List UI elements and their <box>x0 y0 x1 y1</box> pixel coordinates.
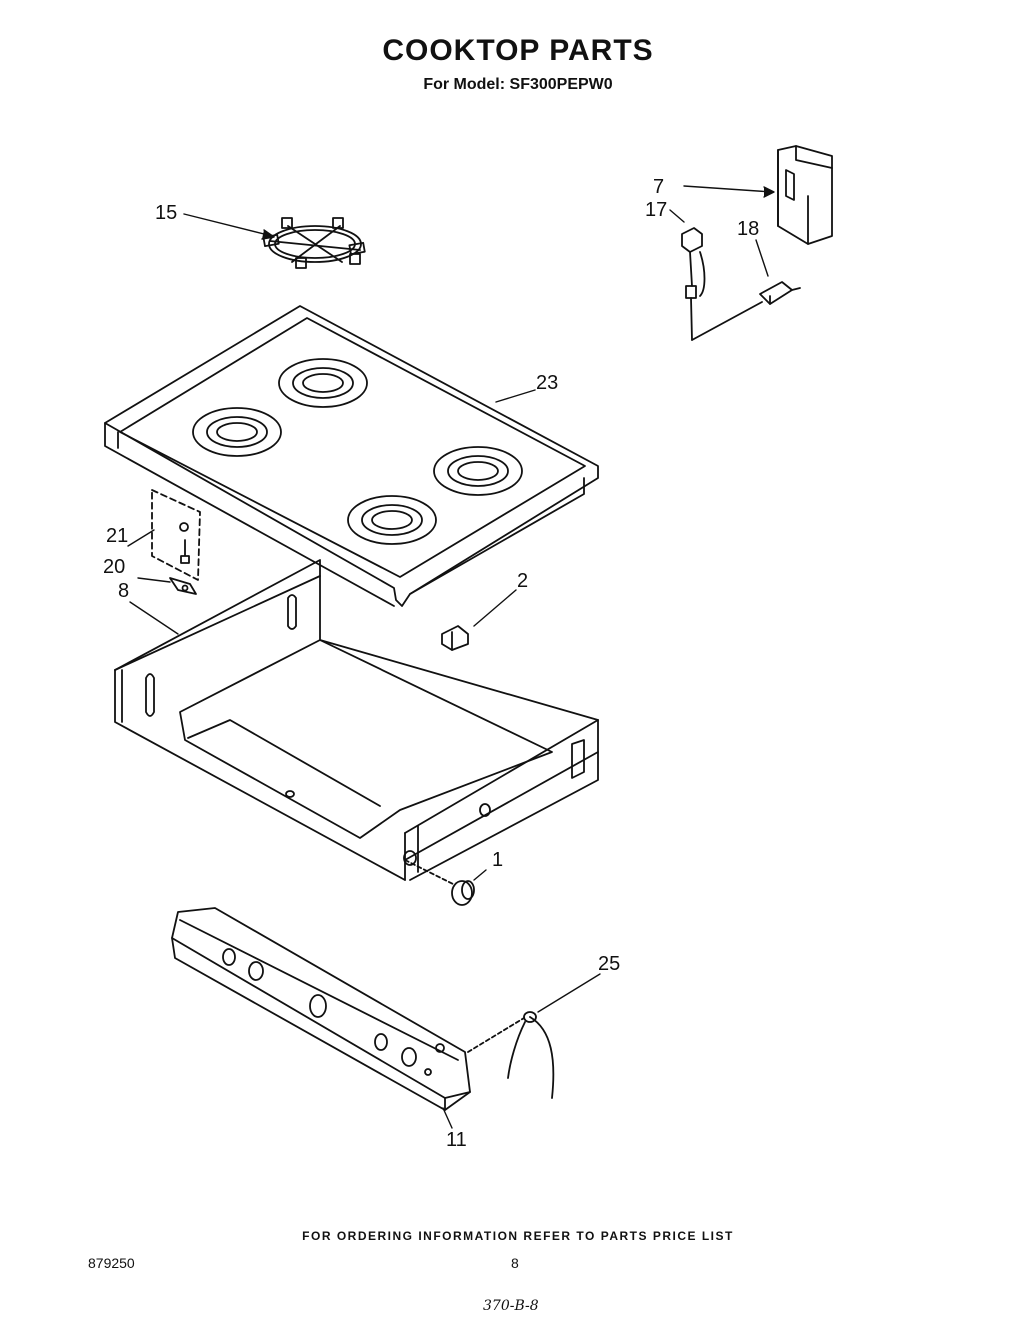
ordering-note: FOR ORDERING INFORMATION REFER TO PARTS … <box>302 1229 734 1243</box>
model-subtitle: For Model: SF300PEPW0 <box>423 76 613 93</box>
control-panel-part <box>171 907 471 1111</box>
bracket-part <box>151 489 201 595</box>
burner-box-part <box>114 559 599 881</box>
callout-25: 25 <box>598 953 620 975</box>
plug-part <box>404 859 475 906</box>
lead-part <box>681 227 706 341</box>
cooktop-part <box>104 305 599 607</box>
connector-part <box>691 281 801 341</box>
grate-part <box>262 217 366 269</box>
clip-part <box>441 625 469 651</box>
callout-21: 21 <box>106 525 128 547</box>
callout-11: 11 <box>446 1129 467 1151</box>
callout-15: 15 <box>155 202 177 224</box>
handwritten-reference: 370-B-8 <box>483 1298 539 1314</box>
callout-2: 2 <box>517 570 528 592</box>
callout-8: 8 <box>118 580 129 602</box>
switch-part <box>467 1011 555 1099</box>
electrical-box-part <box>777 145 833 245</box>
leader-lines <box>127 185 775 1129</box>
callout-18: 18 <box>737 218 759 240</box>
callout-23: 23 <box>536 372 558 394</box>
page-title: COOKTOP PARTS <box>382 34 654 67</box>
callout-1: 1 <box>492 849 503 871</box>
page-number: 8 <box>511 1255 519 1271</box>
callout-7: 7 <box>653 176 664 198</box>
callout-20: 20 <box>103 556 125 578</box>
callout-17: 17 <box>645 199 667 221</box>
document-number: 879250 <box>88 1255 135 1271</box>
